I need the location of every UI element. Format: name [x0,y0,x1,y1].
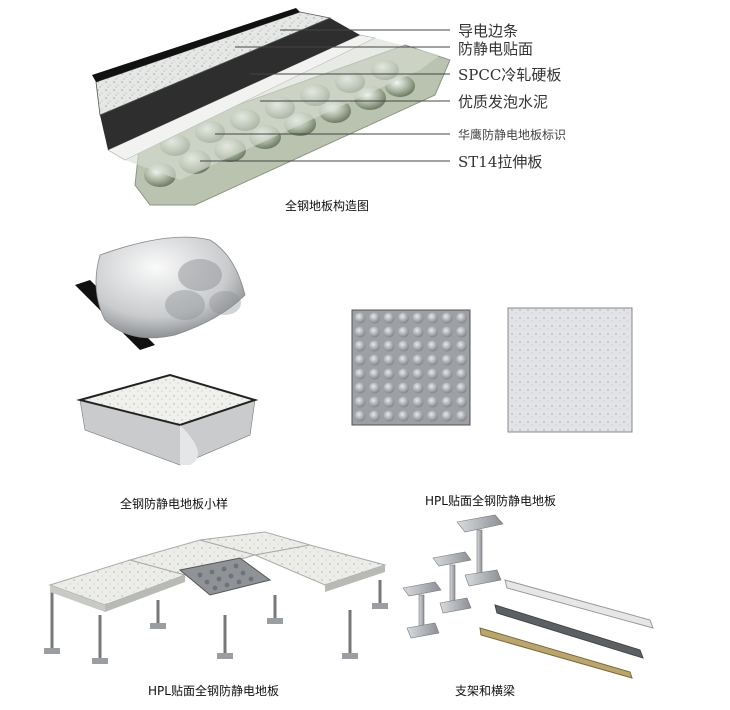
callout-brand-mark: 华鹰防静电地板标识 [458,128,567,142]
supports-caption: 支架和横梁 [455,684,516,698]
panel-dimple [456,354,467,366]
panel-dimple [441,340,453,352]
panel-dimple [427,368,438,380]
panel-dimple [398,326,409,338]
panel-dimple [383,312,395,324]
panel-dimple [354,368,366,380]
panel-dimple [427,354,438,366]
panel-dimple [441,410,453,422]
panel-dimple [412,326,424,338]
panel-dimple [398,354,409,366]
panel-dimple [456,312,467,324]
panel-dimple [369,312,380,324]
panel-dimple [369,368,380,380]
panel-dimple [354,326,366,338]
panel-dimple [412,382,424,394]
panel-dimple [383,396,395,408]
panel-dimple [369,382,380,394]
panel-dimple [354,396,366,408]
panel-dimple [369,326,380,338]
hpl-panels-panel: HPL贴面全钢防静电地板 [350,300,640,510]
panel-dimple [398,410,409,422]
panel-dimple [412,354,424,366]
panel-dimple [412,410,424,422]
panel-dimple [383,368,395,380]
panel-dimple [441,396,453,408]
panel-dimple [441,354,453,366]
panel-dimple [427,396,438,408]
callout-spcc-plate: SPCC冷轧硬板 [458,66,562,84]
panel-dimple [456,340,467,352]
panel-dimple [398,382,409,394]
supports-illustration [402,514,654,679]
panel-dimple [354,340,366,352]
panel-dimple [398,368,409,380]
panel-dimple [354,312,366,324]
panel-dimple [456,382,467,394]
panel-dimple [441,326,453,338]
panel-dimple [427,410,438,422]
structure-caption: 全钢地板构造图 [285,199,370,213]
panel-dimple [412,340,424,352]
callout-antistatic-surface: 防静电贴面 [458,40,534,58]
panel-dimple [398,340,409,352]
panel-dimple [456,396,467,408]
callout-edge-strip: 导电边条 [458,22,519,40]
panel-dimple [383,326,395,338]
panel-dimple [412,396,424,408]
panel-dimple [412,312,424,324]
panel-dimple [354,382,366,394]
panel-dimple [456,368,467,380]
hpl-panels-caption: HPL贴面全钢防静电地板 [425,494,556,508]
panel-dimple [383,410,395,422]
panel-dimple [383,354,395,366]
panel-dimple [369,396,380,408]
supports-panel: 支架和横梁 [395,510,665,705]
panel-dimple [427,326,438,338]
samples-panel: 全钢防静电地板小样 [60,225,280,515]
panel-dimple [412,368,424,380]
panel-dimple [427,312,438,324]
panel-dimple [427,382,438,394]
panel-dimple [398,396,409,408]
panel-dimple [456,326,467,338]
panel-dimple [354,410,366,422]
installed-floor-illustration [44,531,388,664]
panel-dimple [398,312,409,324]
callout-foam-cement: 优质发泡水泥 [458,93,549,111]
panel-dimple [441,312,453,324]
hpl-panels-illustration [351,307,633,433]
panel-dimple [369,354,380,366]
installed-floor-caption: HPL贴面全钢防静电地板 [148,684,279,698]
structure-illustration [92,8,451,206]
panel-dimple [354,354,366,366]
installed-floor-panel: HPL贴面全钢防静电地板 [40,530,400,705]
panel-dimple [383,340,395,352]
structure-diagram: 导电边条 防静电贴面 SPCC冷轧硬板 优质发泡水泥 华鹰防静电地板标识 ST1… [0,0,730,220]
panel-dimple [441,382,453,394]
samples-caption: 全钢防静电地板小样 [120,497,229,511]
callout-st14-plate: ST14拉伸板 [458,153,543,171]
panel-dimple [369,340,380,352]
panel-dimple [456,410,467,422]
panel-dimple [427,340,438,352]
sample-pieces-illustration [75,236,259,466]
panel-dimple [369,410,380,422]
panel-dimple [383,382,395,394]
panel-dimple [441,368,453,380]
